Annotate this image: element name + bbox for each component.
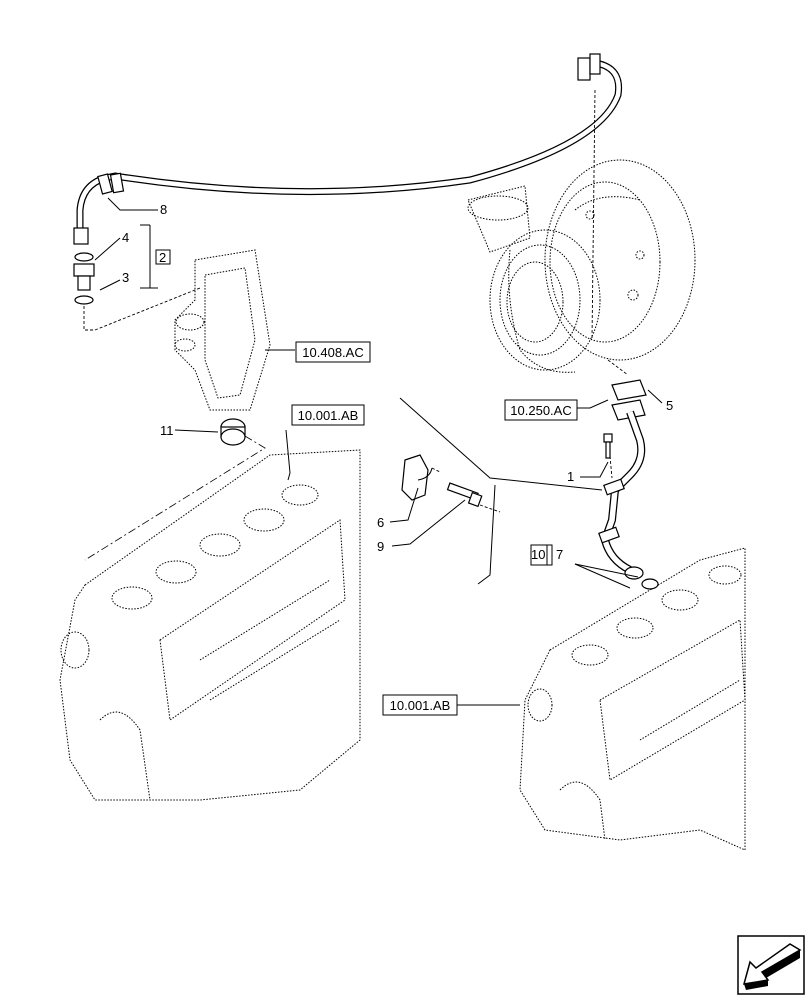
callout-2: 2: [159, 250, 166, 265]
callout-11: 11: [160, 423, 174, 438]
fitting-parts: [73, 252, 95, 305]
cover-plate-illustration: [174, 249, 271, 411]
callout-10: 10: [531, 547, 545, 562]
callout-9: 9: [377, 539, 384, 554]
callout-7: 7: [556, 547, 563, 562]
reference-label: 10.001.AB: [298, 408, 359, 423]
callout-4: 4: [122, 230, 129, 245]
callout-1: 1: [567, 469, 574, 484]
oil-feed-pipe: [73, 53, 623, 245]
callout-3: 3: [122, 270, 129, 285]
clamp-and-bolt: [401, 454, 483, 508]
reference-box-10250[interactable]: 10.250.AC: [504, 399, 578, 421]
callout-6: 6: [377, 515, 384, 530]
turbocharger-illustration: [467, 159, 696, 373]
reference-box-10001-bottom[interactable]: 10.001.AB: [382, 694, 458, 716]
bolt-part-1: [603, 433, 613, 459]
leader-lines: [94, 197, 663, 706]
alignment-lines: [83, 89, 629, 585]
reference-box-10408[interactable]: 10.408.AC: [295, 341, 371, 363]
callout-labels: 8 4 2 3 11 5 1 6 9 10 7: [122, 202, 673, 566]
reference-label: 10.250.AC: [510, 403, 571, 418]
callout-8: 8: [160, 202, 167, 217]
plug-part: [220, 418, 246, 446]
engine-block-right: [519, 547, 746, 851]
arrow-down-left-icon[interactable]: [737, 935, 805, 995]
oil-return-pipe: [598, 379, 659, 590]
reference-box-10001-top[interactable]: 10.001.AB: [291, 404, 365, 426]
reference-label: 10.408.AC: [302, 345, 363, 360]
callout-5: 5: [666, 398, 673, 413]
reference-label: 10.001.AB: [390, 698, 451, 713]
engine-block-left: [59, 449, 361, 801]
